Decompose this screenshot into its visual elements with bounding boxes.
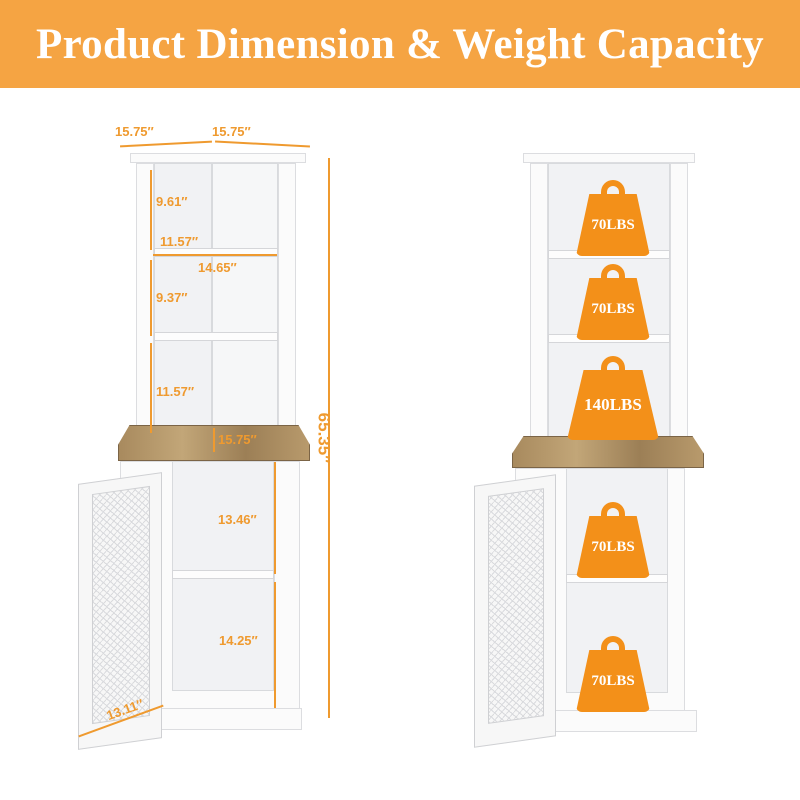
wood-countertop bbox=[512, 436, 704, 468]
crown-top bbox=[130, 153, 306, 163]
back-panel bbox=[212, 163, 278, 433]
weight-label: 70LBS bbox=[576, 516, 650, 578]
lower-shelf bbox=[172, 570, 274, 579]
side-panel bbox=[530, 163, 548, 438]
dim-line bbox=[150, 170, 152, 250]
kettlebell-handle-icon bbox=[601, 180, 625, 198]
dim-line bbox=[150, 343, 152, 433]
kettlebell-handle-icon bbox=[601, 502, 625, 520]
kettlebell-handle-icon bbox=[601, 264, 625, 282]
door-mesh bbox=[92, 485, 150, 725]
door-mesh bbox=[488, 488, 544, 724]
title-banner: Product Dimension & Weight Capacity bbox=[0, 0, 800, 88]
weight-label: 70LBS bbox=[576, 278, 650, 340]
dim-top-width-left: 15.75″ bbox=[115, 124, 154, 139]
back-panel bbox=[154, 163, 212, 433]
dim-shelf2-height: 9.37″ bbox=[156, 290, 188, 305]
dim-shelf-depth: 11.57″ bbox=[160, 234, 199, 249]
side-panel bbox=[278, 163, 296, 433]
dim-lower-shelf2: 14.25″ bbox=[219, 633, 258, 648]
weight-label: 140LBS bbox=[567, 370, 659, 440]
weight-label: 70LBS bbox=[576, 194, 650, 256]
dim-shelf-width: 14.65″ bbox=[198, 260, 237, 275]
shelf bbox=[154, 248, 278, 257]
dim-lower-shelf1: 13.46″ bbox=[218, 512, 257, 527]
dim-line bbox=[150, 260, 152, 336]
dim-top-width-right: 15.75″ bbox=[212, 124, 251, 139]
dim-line bbox=[153, 254, 277, 256]
kettlebell-handle-icon bbox=[601, 636, 625, 654]
dim-shelf3-height: 11.57″ bbox=[156, 384, 195, 399]
dim-line-total bbox=[328, 158, 330, 718]
dim-countertop-depth: 15.75″ bbox=[218, 432, 257, 447]
base bbox=[545, 710, 697, 732]
dim-line bbox=[274, 582, 276, 708]
kettlebell-handle-icon bbox=[601, 356, 625, 374]
dim-line bbox=[215, 140, 310, 148]
base bbox=[150, 708, 302, 730]
side-panel bbox=[274, 461, 300, 711]
dim-shelf1-height: 9.61″ bbox=[156, 194, 188, 209]
dim-line bbox=[213, 428, 215, 452]
weight-label: 70LBS bbox=[576, 650, 650, 712]
shelf bbox=[154, 332, 278, 341]
side-panel bbox=[670, 163, 688, 438]
dim-line bbox=[120, 140, 212, 148]
dim-line bbox=[274, 462, 276, 574]
banner-title: Product Dimension & Weight Capacity bbox=[36, 20, 764, 68]
dim-total-height: 65.35″ bbox=[314, 412, 334, 464]
crown-top bbox=[523, 153, 695, 163]
